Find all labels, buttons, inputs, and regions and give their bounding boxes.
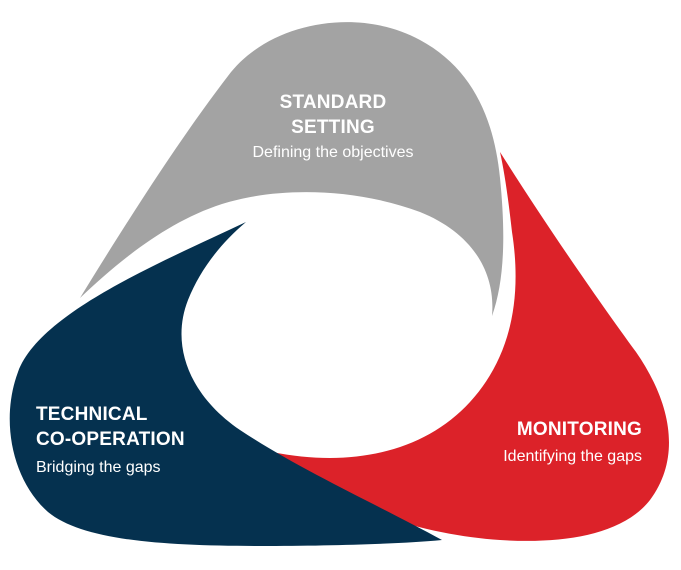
standard-setting-subtitle: Defining the objectives xyxy=(252,144,414,161)
standard-setting-title-line-2: SETTING xyxy=(291,117,375,138)
technical-cooperation-title-line-2: CO-OPERATION xyxy=(36,429,185,450)
monitoring-segment xyxy=(272,152,669,541)
monitoring-label: MONITORING Identifying the gaps xyxy=(420,417,642,466)
technical-cooperation-segment xyxy=(9,222,443,546)
technical-cooperation-title-line-1: TECHNICAL xyxy=(36,404,148,425)
technical-cooperation-subtitle: Bridging the gaps xyxy=(36,459,161,476)
standard-setting-segment xyxy=(80,22,504,316)
monitoring-title: MONITORING xyxy=(516,419,642,440)
technical-cooperation-label: TECHNICAL CO-OPERATION Bridging the gaps xyxy=(36,402,276,477)
monitoring-subtitle: Identifying the gaps xyxy=(503,448,642,465)
standard-setting-title-line-1: STANDARD xyxy=(279,92,387,113)
standard-setting-label: STANDARD SETTING Defining the objectives xyxy=(218,90,448,162)
